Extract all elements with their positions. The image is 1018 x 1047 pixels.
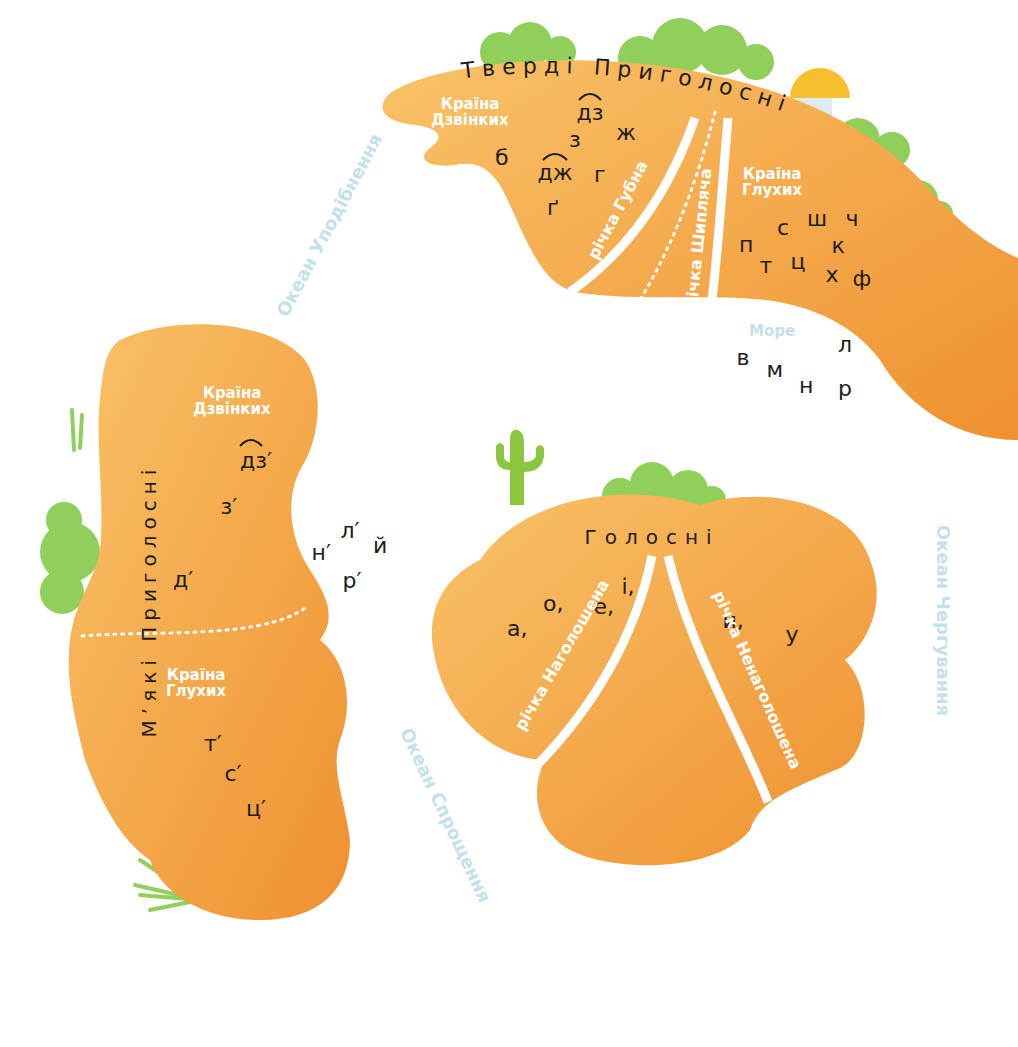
sound-letter: г	[594, 163, 606, 186]
map-decor	[570, 118, 695, 292]
country-label: Країна Глухих	[732, 167, 812, 199]
sound-letter: т	[760, 254, 773, 277]
sound-letter: п	[739, 233, 753, 256]
sound-letter: ч	[846, 207, 859, 230]
sound-letter: з′	[221, 495, 238, 518]
map-decor	[382, 60, 1018, 440]
river-label: річка Губна	[585, 158, 651, 262]
map-decor	[40, 570, 84, 614]
country-region: Країна Глухихт′с′ц′	[160, 650, 280, 830]
sound-letter: д′	[173, 568, 193, 591]
map-decor	[543, 154, 567, 160]
sound-letter: о,	[543, 592, 563, 615]
map-decor	[82, 608, 305, 636]
sound-letter: з	[569, 128, 581, 151]
sound-letter: р′	[343, 569, 362, 592]
sound-letter: дж	[538, 161, 573, 184]
map-decor	[240, 440, 262, 446]
sound-letter: т′	[204, 732, 222, 755]
ocean-label: Океан Спрощення	[396, 725, 493, 905]
sound-letter: ш	[807, 207, 827, 230]
sound-letter: ж	[616, 121, 636, 144]
map-decor	[69, 324, 350, 920]
region-title: Тверді Приголосні	[459, 53, 795, 118]
map-decor	[46, 502, 82, 538]
map-decor	[80, 415, 82, 448]
sound-letter: с′	[225, 762, 242, 785]
region-title: М’які Приголосні	[139, 463, 160, 737]
river-label: річка Ненаголошена	[709, 588, 803, 771]
sound-letter: ґ	[547, 196, 559, 219]
sound-letter: ц′	[246, 797, 266, 820]
sound-letter: л′	[341, 519, 360, 542]
sound-letter: м	[767, 358, 784, 381]
country-region: Країна Дзвінких дз′з′ д′	[160, 370, 290, 600]
sound-letter: дз′	[240, 449, 272, 472]
country-label: Країна Глухих	[156, 668, 236, 700]
country-label: Країна Дзвінких	[423, 97, 518, 129]
sound-letter: к	[832, 234, 845, 257]
sound-letter: р	[838, 377, 852, 400]
map-decor	[790, 68, 850, 98]
map-decor	[496, 430, 544, 505]
river-band: річка Ненаголошена	[715, 590, 805, 770]
sound-letter: і,	[622, 575, 635, 598]
country-label: Країна Дзвінких	[182, 386, 282, 418]
sound-letter: в	[737, 346, 750, 369]
map-decor	[432, 494, 877, 865]
country-region: Країна Глухих п сшч тц кхф	[735, 160, 880, 290]
river-band: річка Губна	[575, 140, 655, 290]
ocean-label: Океан Чергування	[933, 524, 952, 715]
river-band: річка Шипляча	[680, 170, 720, 305]
map-decor	[579, 94, 601, 100]
sound-letter: дз	[577, 101, 604, 124]
island-region: Тверді ПриголосніКраїна Дзвінких дз з ж б джг…	[380, 40, 1018, 450]
ocean-label: Море	[749, 324, 795, 340]
region-title: Голосні	[585, 527, 720, 548]
map-decor	[738, 44, 774, 80]
ocean-label: Океан Уподібнення	[274, 131, 386, 320]
river-label: річка Наголошена	[512, 577, 612, 734]
sound-letter: а,	[507, 617, 527, 640]
map-decor	[712, 118, 728, 300]
sound-letter: ф	[853, 267, 872, 290]
map-decor	[72, 410, 74, 450]
river-band: річка Наголошена	[515, 580, 615, 730]
island-region: М’які ПриголосніКраїна Дзвінкихдз′з′д′Кр…	[55, 310, 365, 930]
island-region: Голосніа,о,е,і,и,урічка Наголошенарічка …	[425, 475, 885, 880]
sound-letter: х	[826, 263, 839, 286]
sound-letter: н′	[312, 541, 331, 564]
river-label: річка Шипляча	[683, 167, 714, 309]
sound-letter: л	[838, 333, 852, 356]
sound-letter: ц	[791, 250, 806, 273]
region-title: Тверді Приголосні	[459, 53, 795, 118]
sound-letter: б	[495, 146, 509, 169]
sound-letter: н	[799, 374, 813, 397]
sound-letter: у	[786, 623, 799, 646]
sound-letter: й	[373, 534, 387, 557]
sound-letter: с	[777, 216, 789, 239]
